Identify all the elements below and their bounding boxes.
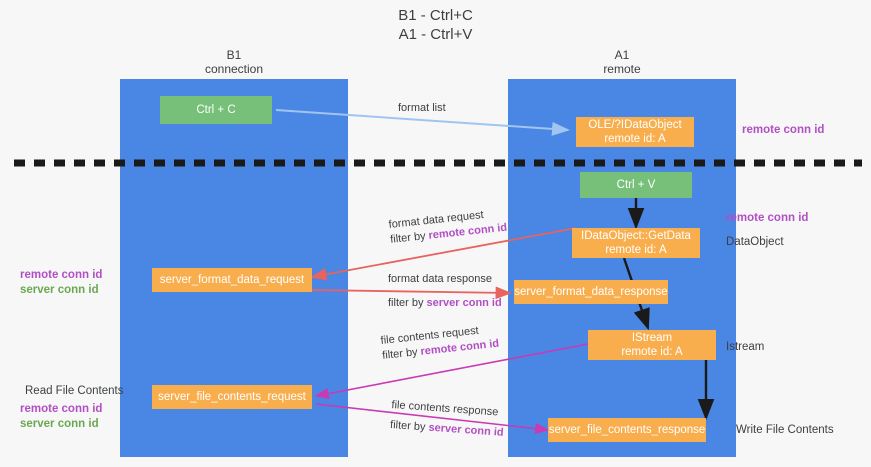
arrow-file-contents-request	[314, 343, 589, 400]
box-server-file-contents-request[interactable]: server_file_contents_request	[152, 385, 312, 409]
box-ctrl-c-label: Ctrl + C	[196, 104, 236, 116]
caption-format-list-text: format list	[398, 102, 446, 114]
lane-header-a1: A1 remote	[508, 48, 736, 76]
filter-key-server-conn-id-2: server conn id	[428, 421, 504, 439]
box-idataobject-line1: OLE/?IDataObject	[588, 119, 682, 131]
box-server-format-data-request-label: server_format_data_request	[159, 274, 305, 286]
arrow-file-contents-response	[315, 403, 550, 435]
lane-b1-name: B1	[226, 48, 242, 62]
box-server-format-data-request[interactable]: server_format_data_request	[152, 268, 312, 292]
box-server-format-data-response[interactable]: server_format_data_response	[514, 280, 668, 304]
box-getdata-line2: remote id: A	[605, 244, 667, 256]
left-label-remote-conn-id-2: remote conn id	[20, 403, 103, 415]
lane-a1-name: A1	[614, 48, 630, 62]
caption-format-list: format list	[398, 101, 446, 116]
arrow-format-data-request	[310, 227, 577, 281]
title-line-1: B1 - Ctrl+C	[398, 7, 473, 24]
box-getdata[interactable]: IDataObject::GetData remote id: A	[572, 228, 700, 258]
filter-prefix-4: filter by	[389, 418, 429, 434]
box-server-file-contents-response-label: server_file_contents_response	[548, 424, 706, 436]
left-label-group-file: remote conn id server conn id	[20, 402, 102, 432]
box-istream[interactable]: IStream remote id: A	[588, 330, 716, 360]
right-label-dataobject: DataObject	[726, 236, 784, 248]
box-istream-line2: remote id: A	[621, 346, 683, 358]
lane-b1-role: connection	[204, 62, 264, 76]
box-server-format-data-response-label: server_format_data_response	[514, 286, 668, 298]
box-idataobject-remote[interactable]: OLE/?IDataObject remote id: A	[576, 117, 694, 147]
box-server-file-contents-request-label: server_file_contents_request	[158, 391, 306, 403]
page-title: B1 - Ctrl+C A1 - Ctrl+V	[0, 6, 871, 44]
box-server-file-contents-response[interactable]: server_file_contents_response	[548, 418, 706, 442]
left-label-server-conn-id-1: server conn id	[20, 284, 99, 296]
lane-header-b1: B1 connection	[120, 48, 348, 76]
arrow-format-data-response	[311, 286, 512, 300]
caption-format-data-response-text: format data response	[388, 273, 492, 285]
caption-format-data-response: format data response filter by server co…	[388, 272, 502, 311]
box-idataobject-line2: remote id: A	[604, 133, 666, 145]
filter-key-server-conn-id-1: server conn id	[426, 297, 502, 309]
right-label-remote-conn-id-mid: remote conn id	[726, 212, 809, 224]
left-label-remote-conn-id-1: remote conn id	[20, 269, 103, 281]
lane-a1-role: remote	[603, 62, 641, 76]
caption-format-data-response-filter: filter by server conn id	[388, 296, 502, 311]
filter-prefix-1: filter by	[389, 229, 430, 246]
box-ctrl-v-label: Ctrl + V	[616, 179, 656, 191]
box-getdata-line1: IDataObject::GetData	[581, 230, 691, 242]
box-istream-line1: IStream	[631, 332, 673, 344]
left-label-group-format: remote conn id server conn id	[20, 268, 102, 298]
right-label-remote-conn-id-top: remote conn id	[742, 124, 825, 136]
left-label-server-conn-id-2: server conn id	[20, 418, 99, 430]
arrow-format-list	[275, 109, 570, 136]
box-ctrl-v[interactable]: Ctrl + V	[580, 172, 692, 198]
filter-prefix-2: filter by	[388, 297, 427, 309]
box-ctrl-c[interactable]: Ctrl + C	[160, 96, 272, 124]
left-label-read-file-contents: Read File Contents	[25, 385, 124, 397]
right-label-write-file-contents: Write File Contents	[736, 424, 834, 436]
right-label-istream: Istream	[726, 341, 765, 353]
title-line-2: A1 - Ctrl+V	[398, 26, 473, 43]
filter-prefix-3: filter by	[381, 345, 422, 362]
